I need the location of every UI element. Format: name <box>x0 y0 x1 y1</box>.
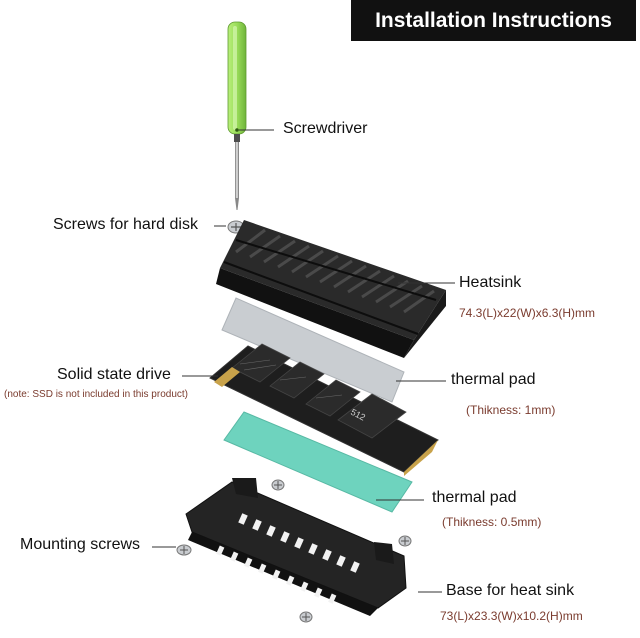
mounting-screw-icon <box>299 611 313 623</box>
page-title: Installation Instructions <box>375 8 612 32</box>
thermal-pad-top-label: thermal pad <box>451 371 536 388</box>
heatsink-icon <box>216 220 446 358</box>
base-dimensions: 73(L)x23.3(W)x10.2(H)mm <box>440 609 583 623</box>
mounting-screws-label: Mounting screws <box>20 536 141 553</box>
heatsink-label: Heatsink <box>459 274 522 291</box>
base-screw-icon <box>398 535 412 547</box>
ssd-label: Solid state drive <box>57 366 171 383</box>
thermal-pad-top-thickness: (Thikness: 1mm) <box>466 403 556 417</box>
heatsink-base-icon <box>185 478 407 616</box>
title-banner: Installation Instructions <box>351 0 636 41</box>
screwdriver-label: Screwdriver <box>283 120 368 137</box>
ssd-note: (note: SSD is not included in this produ… <box>4 389 188 400</box>
hard-disk-screws-label: Screws for hard disk <box>53 216 198 233</box>
base-screw-icon <box>271 479 285 491</box>
thermal-pad-bottom-label: thermal pad <box>432 489 517 506</box>
screwdriver-icon <box>227 21 247 210</box>
base-label: Base for heat sink <box>446 582 575 599</box>
gray-thermal-pad-icon <box>221 297 405 403</box>
thermal-pad-bottom-thickness: (Thikness: 0.5mm) <box>442 515 542 529</box>
heatsink-dimensions: 74.3(L)x22(W)x6.3(H)mm <box>459 306 596 320</box>
teal-thermal-pad-icon <box>223 411 413 513</box>
mounting-screw-icon <box>176 544 192 556</box>
ssd-icon <box>209 343 439 476</box>
